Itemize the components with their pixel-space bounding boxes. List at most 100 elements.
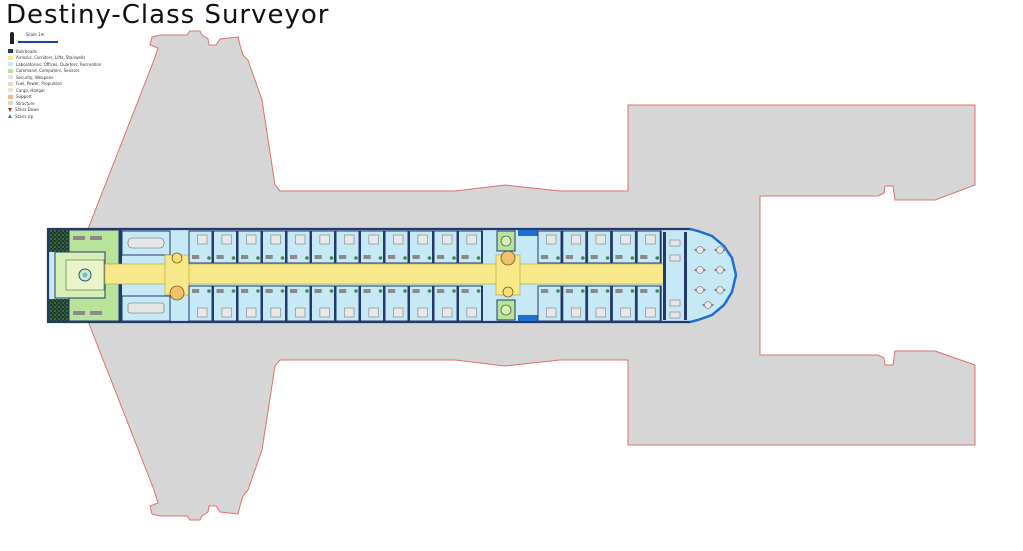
person-icon [10,32,14,44]
legend-label: Cargo, Hangar [16,87,45,93]
lounge-chair [694,268,697,272]
airlock-bottom [518,315,538,321]
quarters-row-bottom [188,285,662,322]
bed [295,234,306,245]
plant [452,289,456,293]
lounge-table [696,246,704,254]
bed [442,307,453,318]
stairwell-mid [500,250,516,266]
legend-swatch [8,81,13,86]
sensor-dish-top [500,235,512,247]
stairs-down-icon [8,107,12,112]
airlock-top [518,230,538,236]
legend-item: Bulkheads [8,48,118,54]
stairwell-aft [169,285,185,301]
desk [241,255,249,259]
legend-label: Security, Weapons [16,74,54,80]
partition [560,286,562,321]
plant [256,256,260,260]
desk [339,289,347,293]
partition [260,286,262,321]
partition [481,231,483,263]
bed [270,307,281,318]
legend-swatch [8,94,13,99]
forward-bulkhead [663,232,666,320]
legend-label: Bulkheads [16,48,37,54]
legend-swatch [8,68,13,73]
partition [634,286,637,321]
lounge-chair [703,288,706,292]
aft-console-2 [90,236,102,240]
desk [216,255,224,259]
plant [476,289,481,293]
lounge-chair [714,248,717,252]
bed [442,234,453,245]
partition [407,231,409,263]
desk [388,255,396,259]
bow-bulkhead [689,227,738,324]
desk [615,289,623,293]
bed [344,307,355,318]
desk [412,289,420,293]
partition [383,286,385,321]
legend-swatch [8,49,13,53]
lounge-table [696,266,704,274]
scale-line [18,41,58,43]
desk [437,255,445,259]
plant [427,256,432,260]
aft-console-3 [73,311,85,315]
bed [546,307,557,318]
desk [363,289,371,293]
plant [403,256,407,260]
scale-label: Scale 1m [26,32,45,37]
bed [319,234,330,245]
lift-aft [171,252,183,264]
partition [334,231,336,263]
plant [378,289,383,293]
desk [265,289,273,293]
scale-bar: Scale 1m [8,32,118,48]
partition [585,286,587,321]
desk [290,255,298,259]
bed [645,234,656,245]
desk [339,255,347,259]
desk [565,289,573,293]
plant [605,289,610,293]
plant [305,289,309,293]
partition [309,286,311,321]
aft-garden-bottom [49,299,69,321]
partition [358,286,360,321]
desk [192,255,200,259]
plant [378,256,383,260]
bed [595,234,606,245]
desk [314,289,322,293]
desk [590,289,598,293]
legend-label: Command, Computers, Sensors [16,68,80,73]
bed [466,234,477,245]
bed [246,307,257,318]
bed [570,307,582,318]
plant [256,289,260,293]
plant [231,256,236,260]
lounge-chair [723,288,726,292]
legend-swatch [8,62,13,66]
legend-swatch [8,101,13,105]
quarters-row-top [188,230,662,264]
partition [309,231,311,263]
bed [393,234,404,245]
plant [655,289,659,293]
bed [197,234,208,245]
lounge-chair [694,288,697,292]
plant [354,289,358,293]
lounge-table [716,246,724,254]
desk [314,255,322,259]
desk [590,255,598,259]
desk [541,255,549,259]
partition [358,231,360,263]
legend-item: Stairs Up [8,113,118,119]
partition [236,286,238,321]
lift-mid [502,286,514,298]
